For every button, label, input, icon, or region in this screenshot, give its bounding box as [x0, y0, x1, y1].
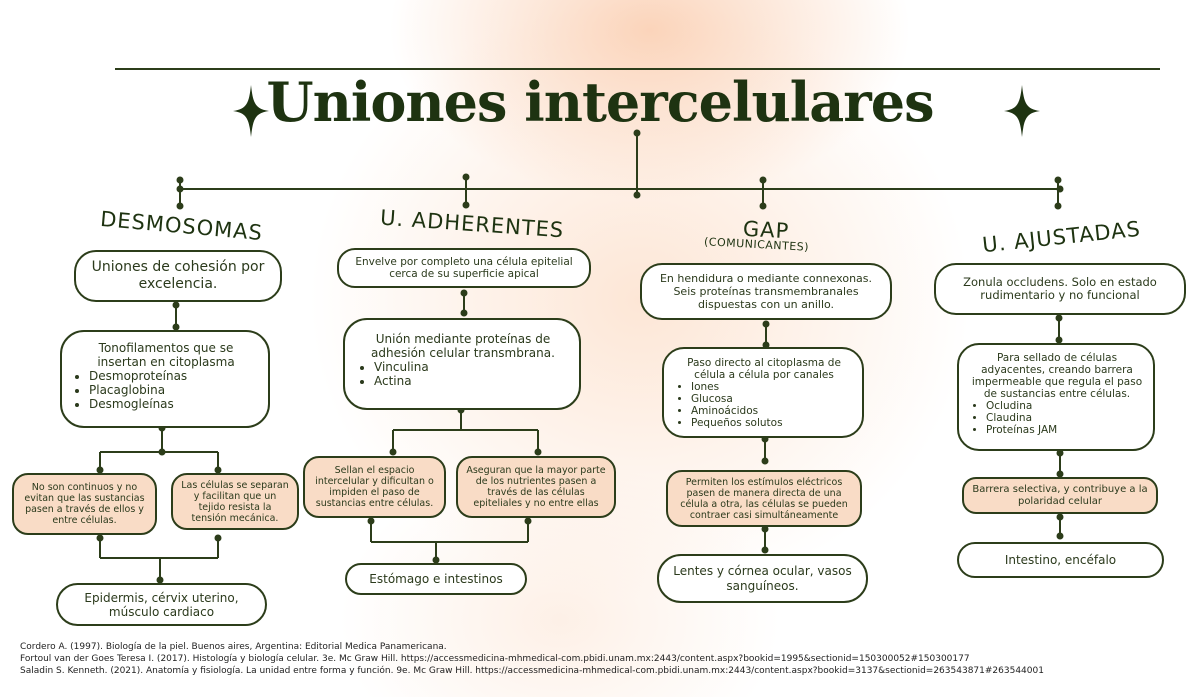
reference-item: Saladin S. Kenneth. (2021). Anatomía y f… [20, 666, 1044, 676]
title-text: Uniones intercelulares [266, 70, 935, 134]
adherentes-protein-list: Vinculina Actina [359, 360, 567, 388]
list-item: Placaglobina [89, 383, 258, 397]
ajustadas-location-box: Intestino, encéfalo [957, 542, 1164, 578]
desmosomas-protein-list: Desmoproteínas Placaglobina Desmogleínas [74, 369, 258, 411]
sparkle-left-icon [233, 85, 269, 137]
desmosomas-detail-box: Tonofilamentos que se insertan en citopl… [60, 330, 270, 428]
desmosomas-definition-box: Uniones de cohesión por excelencia. [74, 250, 282, 302]
adherentes-note-left: Sellan el espacio intercelular y dificul… [303, 456, 446, 518]
list-item: Desmoproteínas [89, 369, 258, 383]
list-item: Claudina [986, 412, 1143, 424]
ajustadas-protein-list: Ocludina Claudina Proteínas JAM [971, 400, 1143, 436]
list-item: Ocludina [986, 400, 1143, 412]
diagram-title: Uniones intercelulares [0, 70, 1200, 134]
desmosomas-note-right: Las células se separan y facilitan que u… [171, 473, 299, 530]
list-item: Desmogleínas [89, 397, 258, 411]
ajustadas-note: Barrera selectiva, y contribuye a la pol… [962, 477, 1158, 514]
ajustadas-detail-box: Para sellado de células adyacentes, crea… [957, 343, 1155, 451]
list-item: Glucosa [691, 393, 852, 405]
adherentes-location-box: Estómago e intestinos [345, 563, 527, 595]
adherentes-definition-box: Envelve por completo una célula epitelia… [337, 248, 591, 288]
adherentes-detail-box: Unión mediante proteínas de adhesión cel… [343, 318, 581, 410]
gap-note: Permiten los estímulos eléctricos pasen … [666, 470, 862, 527]
gap-molecule-list: Iones Glucosa Aminoácidos Pequeños solut… [676, 381, 852, 429]
desmosomas-location-box: Epidermis, cérvix uterino, músculo cardi… [56, 583, 267, 626]
desmosomas-definition-text: Uniones de cohesión por excelencia. [91, 259, 265, 292]
adherentes-note-right: Aseguran que la mayor parte de los nutri… [456, 456, 616, 518]
list-item: Iones [691, 381, 852, 393]
sparkle-right-icon [1004, 85, 1040, 137]
list-item: Proteínas JAM [986, 424, 1143, 436]
ajustadas-definition-box: Zonula occludens. Solo en estado rudimen… [934, 263, 1186, 315]
gap-definition-box: En hendidura o mediante connexonas. Seis… [640, 263, 892, 320]
gap-location-box: Lentes y córnea ocular, vasos sanguíneos… [657, 554, 868, 603]
reference-item: Cordero A. (1997). Biología de la piel. … [20, 642, 447, 652]
references: Cordero A. (1997). Biología de la piel. … [20, 641, 1044, 677]
desmosomas-detail-intro: Tonofilamentos que se insertan en citopl… [97, 341, 235, 369]
gap-detail-box: Paso directo al citoplasma de célula a c… [662, 347, 864, 438]
list-item: Aminoácidos [691, 405, 852, 417]
reference-item: Fortoul van der Goes Teresa I. (2017). H… [20, 654, 970, 664]
list-item: Vinculina [374, 360, 567, 374]
desmosomas-note-left: No son continuos y no evitan que las sus… [12, 473, 157, 535]
list-item: Actina [374, 374, 567, 388]
list-item: Pequeños solutos [691, 417, 852, 429]
